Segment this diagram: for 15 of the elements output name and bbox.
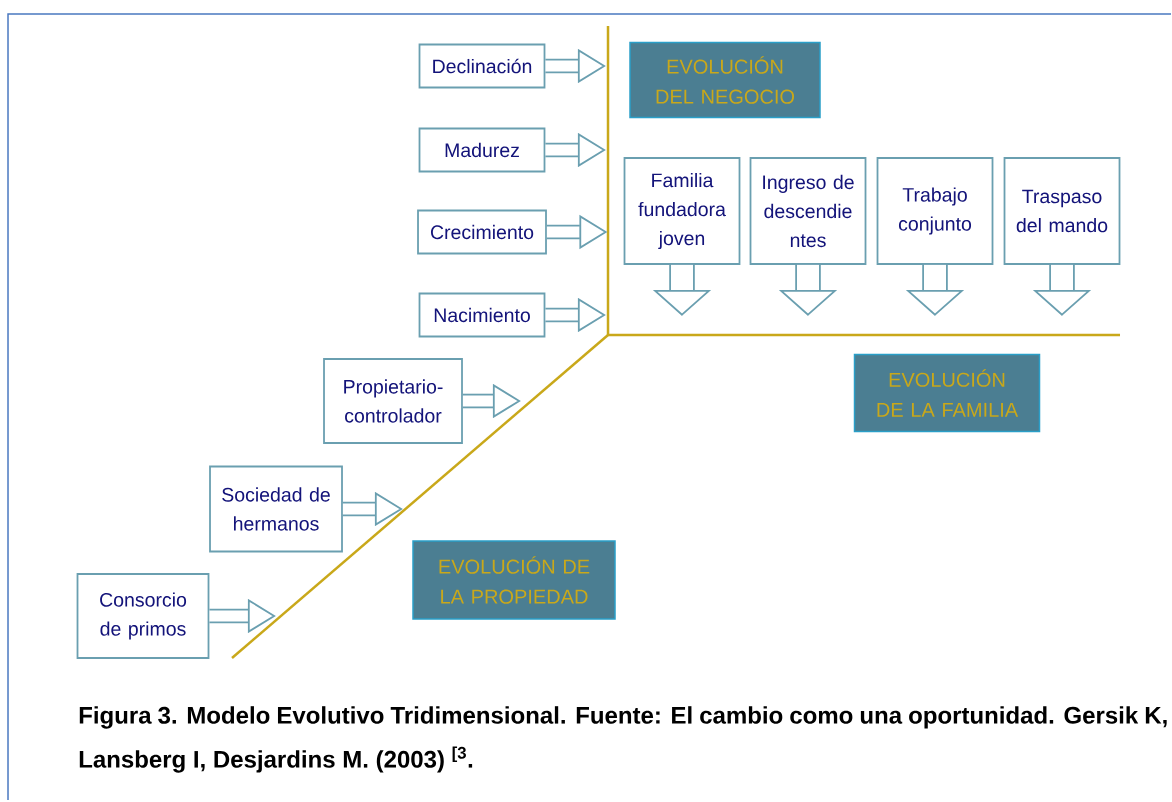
stage-box: Declinación xyxy=(418,43,546,89)
stage-box: Familia fundadora joven xyxy=(623,157,741,265)
heading-box: EVOLUCIÓN DE LA FAMILIA xyxy=(853,353,1041,433)
stage-box: Propietario-controlador xyxy=(323,358,463,444)
stage-box: Nacimiento xyxy=(418,292,546,338)
heading-box: EVOLUCIÓN DEL NEGOCIO xyxy=(629,41,821,119)
stage-box: Sociedad de hermanos xyxy=(209,465,343,553)
stage-box: Traspaso del mando xyxy=(1003,157,1121,265)
stage-box: Trabajo conjunto xyxy=(876,157,994,265)
stage-box: Madurez xyxy=(418,127,546,173)
stage-box: Consorcio de primos xyxy=(76,573,210,659)
stage-box: Crecimiento xyxy=(417,209,547,255)
caption: Figura 3. Modelo Evolutivo Tridimensional. Fuente: El cambio como una oportunidad. Gersik K, Lansberg I, Desjardins M. (2003) $^{[3}$. xyxy=(79,706,1167,773)
heading-box: EVOLUCIÓN DE LA PROPIEDAD xyxy=(412,540,616,620)
stage-box: Ingreso de descendie ntes xyxy=(749,157,867,265)
